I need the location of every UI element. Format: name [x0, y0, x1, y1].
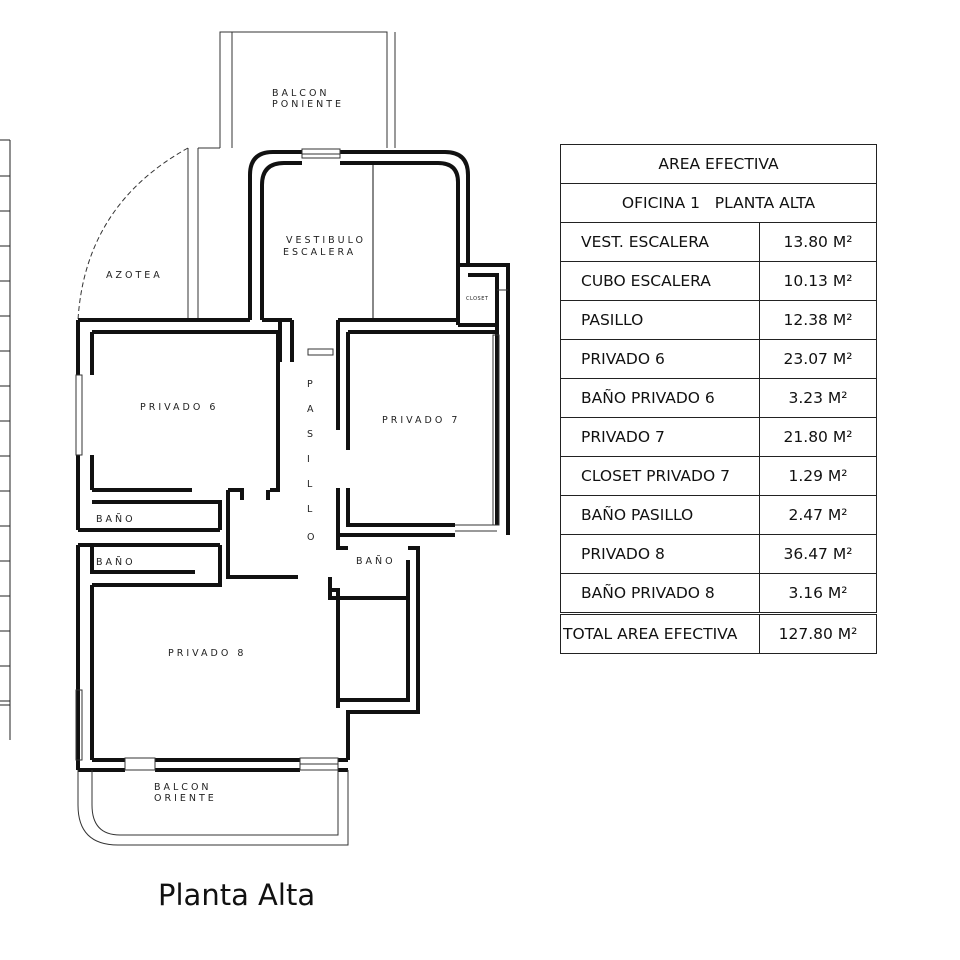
balcon-poniente-label-1: BALCON [272, 88, 330, 99]
row-name: PRIVADO 8 [560, 534, 760, 574]
windows [75, 148, 508, 771]
balcon-oriente-label-2: ORIENTE [154, 793, 217, 804]
row-name: VEST. ESCALERA [560, 222, 760, 262]
row-name: PRIVADO 6 [560, 339, 760, 379]
table-title-row: AREA EFECTIVA [560, 144, 877, 184]
pasillo-letter: O [307, 532, 317, 543]
row-name: CLOSET PRIVADO 7 [560, 456, 760, 496]
privado8-label: PRIVADO 8 [168, 648, 246, 659]
table-title: AREA EFECTIVA [560, 144, 877, 184]
azotea-label: AZOTEA [106, 270, 163, 281]
pasillo-letter: S [307, 429, 316, 440]
table-subtitle: OFICINA 1 PLANTA ALTA [560, 183, 877, 223]
row-name: BAÑO PRIVADO 8 [560, 573, 760, 614]
closet-label: CLOSET [466, 296, 489, 302]
balcon-oriente-outline [77, 770, 349, 846]
pasillo-label: P A S I L L O [307, 379, 317, 543]
pasillo-letter: I [307, 454, 313, 465]
vestibulo-label-1: VESTIBULO [286, 235, 366, 246]
vestibulo-label-2: ESCALERA [283, 247, 356, 258]
privado7-label: PRIVADO 7 [382, 415, 460, 426]
balcon-poniente-outline [198, 31, 396, 149]
table-subtitle-row: OFICINA 1 PLANTA ALTA [560, 183, 877, 223]
total-value: 127.80 M² [759, 612, 877, 654]
pasillo-letter: L [307, 504, 315, 515]
bano3-label: BAÑO [356, 556, 396, 567]
row-value: 12.38 M² [759, 300, 877, 340]
row-value: 23.07 M² [759, 339, 877, 379]
privado6-label: PRIVADO 6 [140, 402, 218, 413]
row-name: PASILLO [560, 300, 760, 340]
left-edge-lines [0, 139, 11, 740]
row-value: 21.80 M² [759, 417, 877, 457]
azotea-outline [77, 147, 199, 321]
row-name: BAÑO PRIVADO 6 [560, 378, 760, 418]
row-value: 36.47 M² [759, 534, 877, 574]
plan-caption: Planta Alta [158, 878, 316, 912]
row-name: PRIVADO 7 [560, 417, 760, 457]
balcon-poniente-label-2: PONIENTE [272, 99, 344, 110]
pasillo-letter: L [307, 479, 315, 490]
pasillo-letter: A [307, 404, 317, 415]
bano1-label: BAÑO [96, 514, 136, 525]
bano2-label: BAÑO [96, 557, 136, 568]
row-value: 2.47 M² [759, 495, 877, 535]
total-name: TOTAL AREA EFECTIVA [560, 612, 760, 654]
area-table: AREA EFECTIVA OFICINA 1 PLANTA ALTA VEST… [560, 144, 877, 654]
walls [76, 150, 510, 772]
row-value: 13.80 M² [759, 222, 877, 262]
row-value: 1.29 M² [759, 456, 877, 496]
pasillo-letter: P [307, 379, 316, 390]
row-value: 3.23 M² [759, 378, 877, 418]
row-value: 10.13 M² [759, 261, 877, 301]
row-name: BAÑO PASILLO [560, 495, 760, 535]
row-name: CUBO ESCALERA [560, 261, 760, 301]
row-value: 3.16 M² [759, 573, 877, 614]
balcon-oriente-label-1: BALCON [154, 782, 212, 793]
